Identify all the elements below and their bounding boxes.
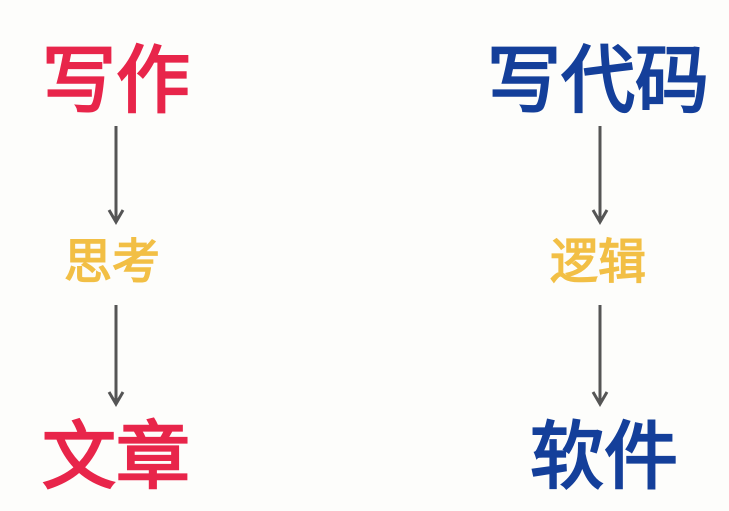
left-arrow-2: [107, 305, 125, 407]
left-middle-node: 思考: [63, 234, 161, 290]
right-top-node: 写代码: [487, 38, 709, 124]
right-bottom-node: 软件: [530, 414, 678, 500]
right-arrow-1: [591, 126, 609, 225]
right-arrow-2: [591, 305, 609, 407]
left-top-node: 写作: [42, 38, 190, 124]
right-middle-node: 逻辑: [549, 234, 647, 290]
left-arrow-1: [107, 126, 125, 225]
left-bottom-node: 文章: [42, 414, 190, 500]
